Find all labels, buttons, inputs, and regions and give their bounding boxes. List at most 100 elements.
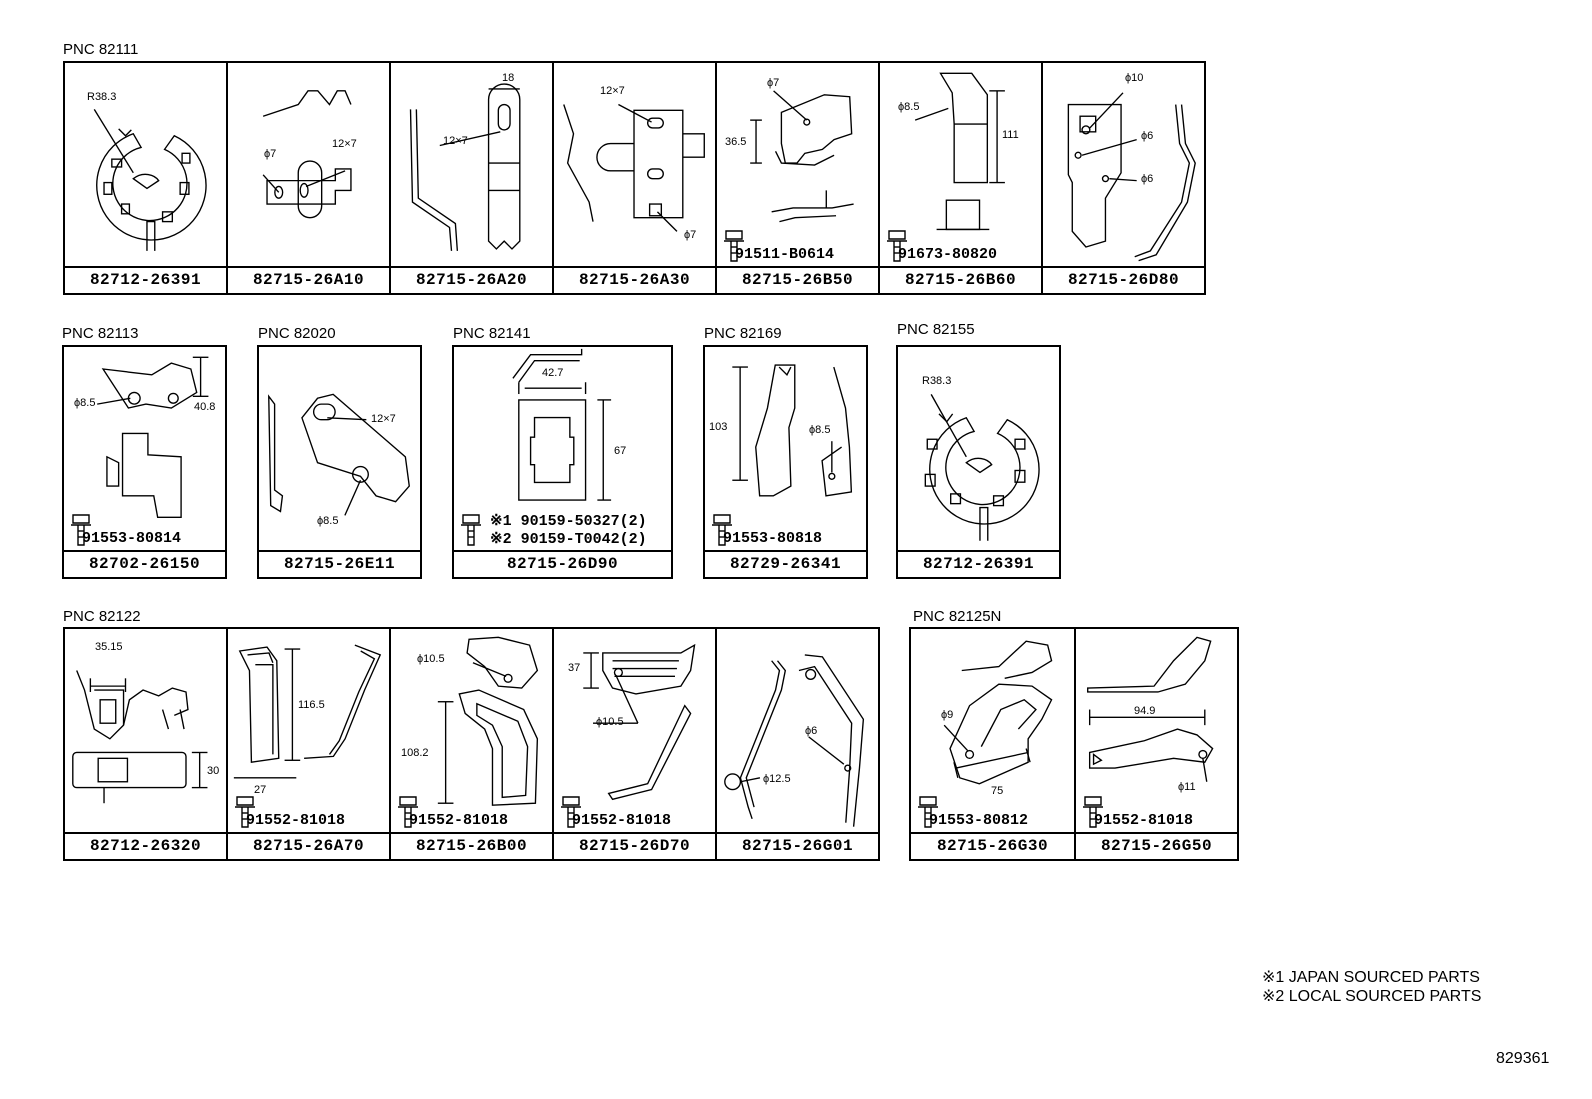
part-drawing [262,90,352,219]
part-number[interactable]: 82715-26G30 [911,832,1074,859]
part-cell[interactable]: R38.3 82712-26391 [63,61,228,295]
part-number[interactable]: 82715-26E11 [259,550,420,577]
dimension-label: 12×7 [371,413,396,425]
part-cell[interactable]: ϕ10.5 108.2 91552-81018 82715-26B00 [389,627,554,861]
dimension-label: 18 [502,72,515,84]
part-drawing [914,72,1005,231]
part-number[interactable]: 82712-26391 [898,550,1059,577]
bolt-part-number[interactable]: 91511-B0614 [735,246,835,263]
pnc-label: PNC 82111 [63,41,139,58]
dimension-label: 12×7 [600,85,625,97]
part-number[interactable]: 82715-26B60 [880,266,1041,293]
part-cell[interactable]: ϕ8.5 40.8 91553-80814 82702-26150 [62,345,227,579]
part-cell[interactable]: ϕ8.5 111 91673-80820 82715-26B60 [878,61,1043,295]
dimension-label: ϕ8.5 [898,101,920,113]
part-number[interactable]: 82715-26G50 [1076,832,1237,859]
dimension-label: ϕ6 [1141,130,1154,142]
pnc-label: PNC 82155 [897,321,975,338]
part-number[interactable]: 82715-26D80 [1043,266,1204,293]
part-drawing [750,90,854,223]
bolt-icon [561,796,581,828]
pnc-label: PNC 82169 [704,325,782,342]
part-cell[interactable]: 116.5 27 91552-81018 82715-26A70 [226,627,391,861]
bolt-icon [71,514,91,546]
bolt-part-number[interactable]: 91552-81018 [1094,812,1194,829]
dimension-label: 67 [614,445,627,457]
part-cell[interactable]: 12×7 ϕ8.5 82715-26E11 [257,345,422,579]
part-number[interactable]: 82702-26150 [64,550,225,577]
part-cell[interactable]: ϕ10 ϕ6 ϕ6 82715-26D80 [1041,61,1206,295]
part-drawing [1087,636,1214,782]
dimension-label: ϕ10.5 [417,653,445,665]
part-cell[interactable]: 42.7 67 ※1 90159-50327(2) ※2 90159-T0042… [452,345,673,579]
dimension-label: ϕ6 [1141,173,1154,185]
part-cell[interactable]: 12×7 ϕ7 82715-26A30 [552,61,717,295]
part-number[interactable]: 82715-26D90 [454,550,671,577]
part-drawing [97,356,209,518]
bolt-part-number[interactable]: 91553-80814 [82,530,182,547]
bolt-note[interactable]: ※1 90159-50327(2) [490,513,647,530]
bolt-icon [235,796,255,828]
part-number[interactable]: 82712-26320 [65,832,226,859]
bolt-icon [461,514,481,546]
part-drawing [233,644,382,779]
part-cell[interactable]: R38.3 82712-26391 [896,345,1061,579]
part-number[interactable]: 82715-26G01 [717,832,878,859]
bolt-note[interactable]: ※2 90159-T0042(2) [490,531,647,548]
bolt-part-number[interactable]: 91553-80812 [929,812,1029,829]
part-number[interactable]: 82715-26B00 [391,832,552,859]
dimension-label: R38.3 [87,91,117,103]
part-drawing [93,109,207,251]
dimension-label: 12×7 [443,135,468,147]
part-cell[interactable]: 37 ϕ10.5 91552-81018 82715-26D70 [552,627,717,861]
part-number[interactable]: 82715-26A10 [228,266,389,293]
part-cell[interactable]: 94.9 ϕ11 91552-81018 82715-26G50 [1074,627,1239,861]
part-cell[interactable]: 18 12×7 82715-26A20 [389,61,554,295]
dimension-label: 75 [991,785,1004,797]
dimension-label: ϕ7 [684,229,697,241]
part-drawing [1067,92,1196,262]
part-drawing [924,394,1040,541]
dimension-label: 36.5 [725,136,747,148]
pnc-label: PNC 82113 [62,325,139,342]
part-cell[interactable]: 103 ϕ8.5 91553-80818 82729-26341 [703,345,868,579]
dimension-label: 42.7 [542,367,564,379]
dimension-label: 37 [568,662,581,674]
bolt-part-number[interactable]: 91552-81018 [572,812,672,829]
bolt-icon [887,230,907,262]
legend-japan-sourced: ※1 JAPAN SOURCED PARTS [1262,969,1480,986]
part-number[interactable]: 82715-26A70 [228,832,389,859]
dimension-label: 116.5 [298,699,325,711]
pnc-label: PNC 82141 [453,325,531,342]
part-number[interactable]: 82715-26A20 [391,266,552,293]
part-number[interactable]: 82715-26D70 [554,832,715,859]
dimension-label: 103 [709,421,728,433]
part-number[interactable]: 82712-26391 [65,266,226,293]
part-drawing [583,643,696,801]
part-number[interactable]: 82715-26A30 [554,266,715,293]
part-cell[interactable]: ϕ7 12×7 82715-26A10 [226,61,391,295]
bolt-icon [398,796,418,828]
part-cell[interactable]: ϕ9 75 91553-80812 82715-26G30 [909,627,1076,861]
dimension-label: ϕ12.5 [763,773,791,785]
bolt-part-number[interactable]: 91552-81018 [246,812,346,829]
part-cell[interactable]: ϕ7 36.5 91511-B0614 82715-26B50 [715,61,880,295]
bolt-part-number[interactable]: 91553-80818 [723,530,823,547]
bolt-part-number[interactable]: 91673-80820 [898,246,998,263]
dimension-label: ϕ7 [264,148,277,160]
dimension-label: ϕ8.5 [809,424,831,436]
part-drawing [943,640,1053,785]
part-drawing [437,636,539,806]
part-drawing [409,83,521,251]
part-cell[interactable]: 35.15 30 82712-26320 [63,627,228,861]
bolt-part-number[interactable]: 91552-81018 [409,812,509,829]
part-number[interactable]: 82729-26341 [705,550,866,577]
part-cell[interactable]: ϕ6 ϕ12.5 82715-26G01 [715,627,880,861]
part-number[interactable]: 82715-26B50 [717,266,878,293]
pnc-label: PNC 82125N [913,608,1002,625]
dimension-label: 30 [207,765,220,777]
part-drawing [732,364,853,497]
dimension-label: 27 [254,784,267,796]
dimension-label: 94.9 [1134,705,1156,717]
legend-local-sourced: ※2 LOCAL SOURCED PARTS [1262,988,1482,1005]
